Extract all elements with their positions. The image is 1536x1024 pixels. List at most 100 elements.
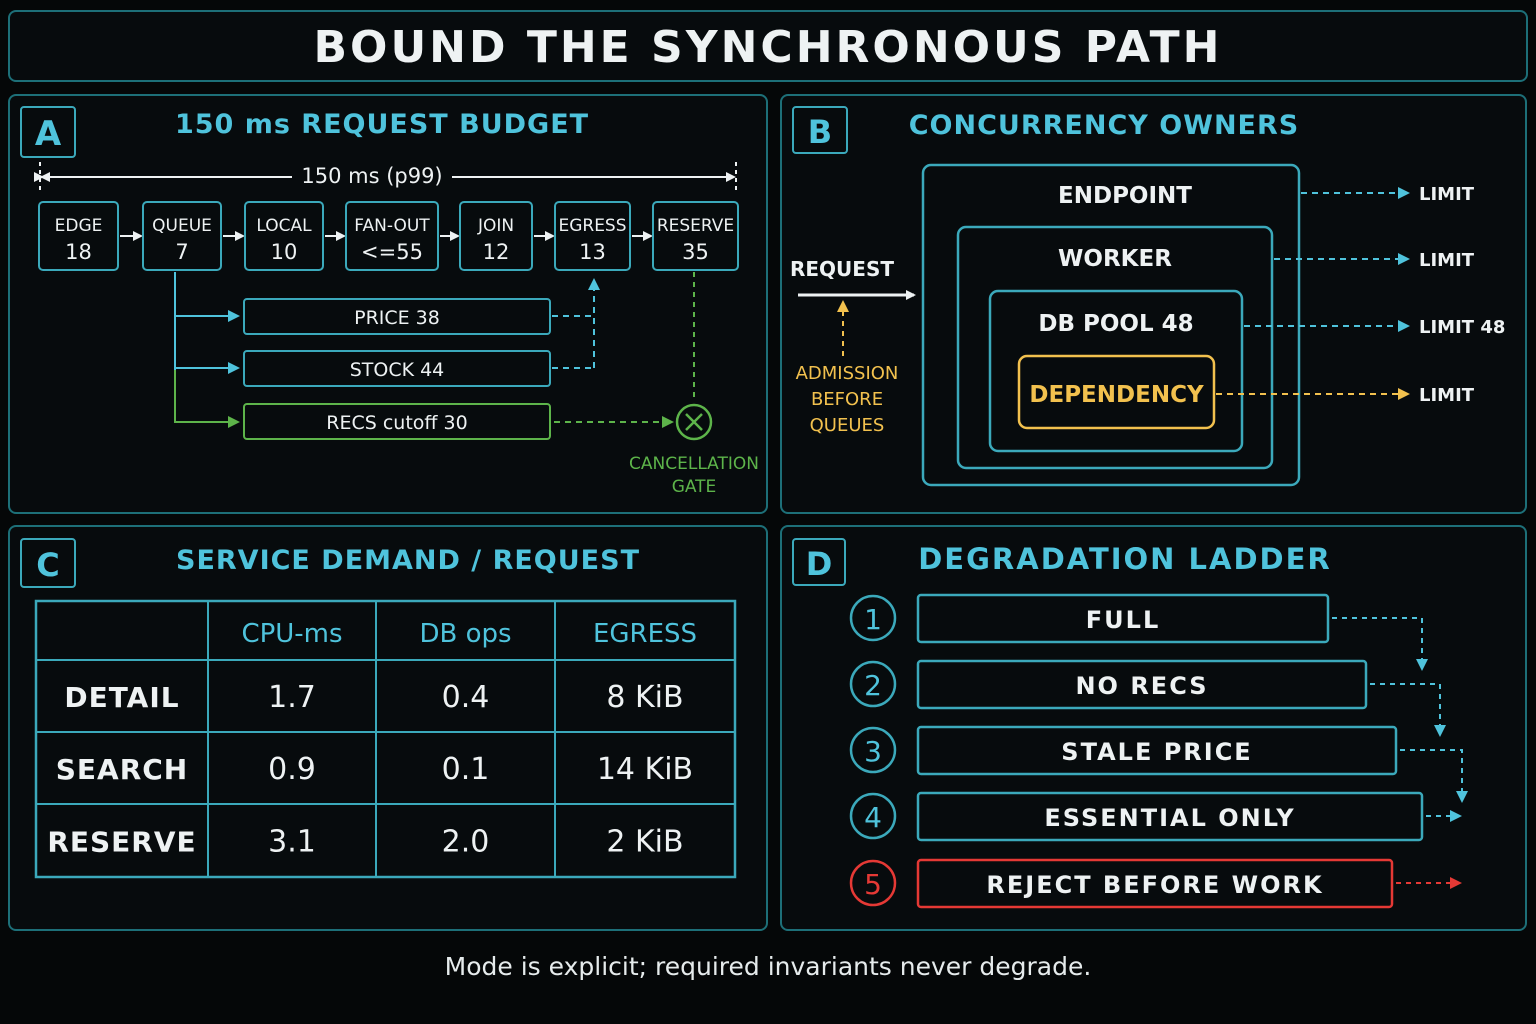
gate-label-line1: CANCELLATION xyxy=(629,454,759,474)
stage-value: 7 xyxy=(175,240,188,264)
step-number-badge xyxy=(849,859,897,907)
panel-b-letter: B xyxy=(808,113,832,151)
step-number-badge xyxy=(849,792,897,840)
table-cell: 0.4 xyxy=(442,680,490,715)
panel-a-letter: A xyxy=(35,114,62,154)
stage-name: RESERVE xyxy=(657,216,734,236)
branch-price: PRICE 38 xyxy=(243,298,551,335)
stage-egress: EGRESS 13 xyxy=(554,201,631,271)
table-cell: 1.7 xyxy=(268,680,316,715)
footer-caption: Mode is explicit; required invariants ne… xyxy=(444,952,1092,981)
panel-c-badge: C xyxy=(20,538,76,588)
stage-name: JOIN xyxy=(477,216,514,236)
gate-label-line2: GATE xyxy=(672,477,717,497)
layer-name: DB POOL 48 xyxy=(1038,311,1193,337)
step-label: ESSENTIAL ONLY xyxy=(1044,804,1295,832)
admission-line2: BEFORE xyxy=(811,389,883,410)
stage-value: <=55 xyxy=(361,240,423,264)
step-label: FULL xyxy=(1086,606,1160,634)
table-row: SEARCH 0.9 0.1 14 KiB xyxy=(56,752,693,787)
stage-value: 35 xyxy=(682,240,709,264)
stage-join: JOIN 12 xyxy=(459,201,533,271)
limit-label: LIMIT xyxy=(1419,385,1475,406)
table-row-label: SEARCH xyxy=(56,753,189,786)
branch-label: PRICE 38 xyxy=(354,307,440,329)
table-row-label: RESERVE xyxy=(47,826,196,859)
stage-value: 13 xyxy=(579,240,606,264)
ladder-step-5: 5 REJECT BEFORE WORK xyxy=(849,858,1462,909)
step-label: STALE PRICE xyxy=(1061,738,1252,766)
title-bar: BOUND THE SYNCHRONOUS PATH xyxy=(8,10,1528,82)
panel-d-badge: D xyxy=(792,538,846,586)
step-label: REJECT BEFORE WORK xyxy=(986,871,1323,899)
limit-label: LIMIT xyxy=(1419,250,1475,271)
panel-b-heading: CONCURRENCY OWNERS xyxy=(909,110,1300,141)
step-number-badge xyxy=(849,594,897,642)
table-cell: 0.1 xyxy=(442,752,490,787)
stage-queue: QUEUE 7 xyxy=(142,201,222,271)
layer-dependency: DEPENDENCY LIMIT xyxy=(1017,354,1475,430)
admission-line3: QUEUES xyxy=(810,415,885,436)
stage-name: EGRESS xyxy=(558,216,626,236)
table-cell: 8 KiB xyxy=(606,680,683,715)
stage-name: FAN-OUT xyxy=(354,216,430,236)
table-cell: 0.9 xyxy=(268,752,316,787)
table-cell: 3.1 xyxy=(268,825,316,860)
table-border xyxy=(34,599,737,879)
layer-name: WORKER xyxy=(1058,246,1172,272)
ladder-step-4: 4 ESSENTIAL ONLY xyxy=(849,791,1462,842)
stage-name: LOCAL xyxy=(256,216,312,236)
table-header-cell: DB ops xyxy=(419,619,511,649)
branch-label: RECS cutoff 30 xyxy=(326,412,467,434)
stage-local: LOCAL 10 xyxy=(244,201,324,271)
table-header-cell: CPU-ms xyxy=(241,619,342,649)
layer-name: DEPENDENCY xyxy=(1029,382,1204,408)
table-cell: 14 KiB xyxy=(597,752,693,787)
table-cell: 2 KiB xyxy=(606,825,683,860)
table-row-label: DETAIL xyxy=(64,681,179,714)
request-label: REQUEST xyxy=(790,257,894,281)
limit-label: LIMIT 48 xyxy=(1419,317,1505,338)
panel-b-badge: B xyxy=(792,106,848,154)
stage-value: 12 xyxy=(483,240,510,264)
ladder-connector xyxy=(1400,749,1468,803)
step-number-badge xyxy=(849,660,897,708)
ladder-step-3: 3 STALE PRICE xyxy=(849,725,1468,803)
step-number: 4 xyxy=(864,801,882,834)
branch-recs: RECS cutoff 30 xyxy=(243,403,551,440)
layer-worker: WORKER LIMIT xyxy=(956,225,1475,470)
branch-label: STOCK 44 xyxy=(350,359,445,381)
step-number-badge xyxy=(849,726,897,774)
cancellation-gate-icon xyxy=(675,403,713,441)
table-row: RESERVE 3.1 2.0 2 KiB xyxy=(47,825,683,860)
step-number: 3 xyxy=(864,735,882,768)
step-label: NO RECS xyxy=(1075,672,1208,700)
budget-span-label: 150 ms (p99) xyxy=(301,164,442,188)
table-cell: 2.0 xyxy=(442,825,490,860)
panel-a-badge: A xyxy=(20,106,76,158)
table-row: DETAIL 1.7 0.4 8 KiB xyxy=(64,680,683,715)
stage-name: EDGE xyxy=(55,216,103,236)
page-title: BOUND THE SYNCHRONOUS PATH xyxy=(313,22,1223,73)
stage-fan-out: FAN-OUT <=55 xyxy=(345,201,439,271)
panel-c-letter: C xyxy=(36,546,59,584)
stage-value: 10 xyxy=(271,240,298,264)
step-number: 5 xyxy=(864,868,882,901)
panel-a-heading: 150 ms REQUEST BUDGET xyxy=(175,109,589,140)
merge-to-egress xyxy=(552,278,600,369)
fanout-trunk xyxy=(174,272,240,428)
panel-d-heading: DEGRADATION LADDER xyxy=(918,542,1332,576)
admission-line1: ADMISSION xyxy=(796,363,899,384)
stage-name: QUEUE xyxy=(152,216,212,236)
ladder-connector xyxy=(1370,683,1446,737)
branch-stock: STOCK 44 xyxy=(243,350,551,387)
limit-label: LIMIT xyxy=(1419,184,1475,205)
stage-reserve: RESERVE 35 xyxy=(652,201,739,271)
